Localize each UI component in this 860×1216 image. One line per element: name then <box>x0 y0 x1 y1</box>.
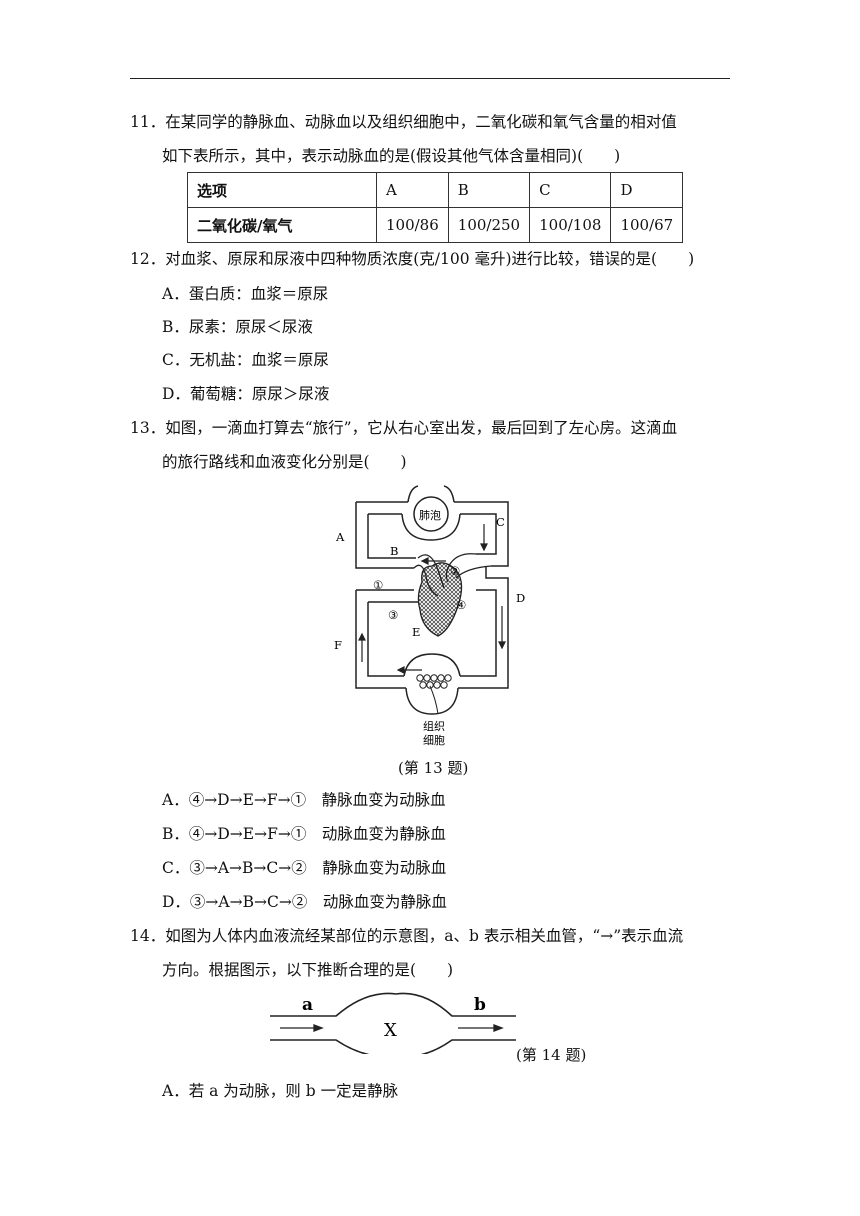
vessel-diagram: a b X <box>270 992 516 1054</box>
aorta <box>417 554 445 589</box>
q13-figure-caption: (第 13 题) <box>398 759 469 777</box>
label-b: b <box>474 995 486 1015</box>
q14-stem-line1: 14．如图为人体内血液流经某部位的示意图，a、b 表示相关血管，“→”表示血流 <box>130 927 684 945</box>
header-rule <box>130 78 730 79</box>
label-d: D <box>516 591 525 605</box>
tissue-pointer <box>429 685 439 715</box>
capillary-cap <box>403 653 461 677</box>
alveolus-cup <box>401 513 461 541</box>
systemic-top-left <box>356 589 418 603</box>
table-cell: 100/67 <box>610 207 684 243</box>
q13-stem-line1: 13．如图，一滴血打算去“旅行”，它从右心室出发，最后回到了左心房。这滴血 <box>130 419 678 437</box>
vena-cava <box>455 565 492 579</box>
pulmonary-outer-left <box>355 502 414 569</box>
systemic-inner-right <box>460 589 497 677</box>
q13-option-b: B．④→D→E→F→① 动脉血变为静脉血 <box>162 825 446 843</box>
label-f: F <box>334 638 342 652</box>
label-n1: ① <box>373 578 383 592</box>
q14-figure-caption: (第 14 题) <box>516 1046 587 1064</box>
pulmonary-inner-left <box>367 514 416 559</box>
table-row: 选项 A B C D <box>187 172 684 208</box>
label-n3: ③ <box>388 608 398 622</box>
vessel-top-wall <box>270 992 516 1017</box>
table-cell: 100/250 <box>447 207 531 243</box>
pulmonary-vein <box>445 553 477 583</box>
q11-table: 选项 A B C D 二氧化碳/氧气 100/86 100/250 100/10… <box>187 172 684 243</box>
label-c: C <box>496 515 505 529</box>
pulmonary-artery <box>413 564 439 597</box>
pulmonary-inner-top <box>368 513 497 555</box>
label-x: X <box>384 1020 397 1041</box>
label-n2: ② <box>450 564 460 578</box>
tissue-label-2: 细胞 <box>423 734 445 747</box>
alveolus-label: 肺泡 <box>419 508 441 522</box>
label-a: a <box>302 995 313 1015</box>
circulation-diagram: 肺泡 A B C D E F ① ② ③ ④ 组织 细胞 <box>334 485 525 747</box>
capillary-cup <box>405 687 459 715</box>
table-cell: 100/108 <box>529 207 612 243</box>
vessel-bottom-wall <box>270 1039 516 1054</box>
alveolus-neck <box>407 485 455 503</box>
q12-option-d: D．葡萄糖：原尿＞尿液 <box>162 385 330 403</box>
q13-option-c: C．③→A→B→C→② 静脉血变为动脉血 <box>162 859 447 877</box>
q14-stem-line2: 方向。根据图示，以下推断合理的是( ) <box>162 961 454 979</box>
heart-icon <box>417 562 463 637</box>
label-b: B <box>390 544 398 558</box>
q12-stem: 12．对血浆、原尿和尿液中四种物质浓度(克/100 毫升)进行比较，错误的是( … <box>130 250 695 268</box>
table-header-cell: C <box>529 172 612 208</box>
pulmonary-outer-top <box>356 501 509 567</box>
q11-stem-line2: 如下表所示，其中，表示动脉血的是(假设其他气体含量相同)( ) <box>162 147 621 165</box>
table-header-cell: 选项 <box>187 172 377 208</box>
table-cell: 二氧化碳/氧气 <box>187 207 377 243</box>
q13-stem-line2: 的旅行路线和血液变化分别是( ) <box>162 453 407 471</box>
table-header-cell: A <box>376 172 449 208</box>
table-header-cell: B <box>447 172 531 208</box>
q12-option-c: C．无机盐：血浆＝原尿 <box>162 351 329 369</box>
label-n4: ④ <box>456 598 466 612</box>
table-cell: 100/86 <box>376 207 449 243</box>
tissue-label-1: 组织 <box>423 719 445 733</box>
label-a: A <box>335 530 345 544</box>
table-header-cell: D <box>610 172 684 208</box>
q13-option-a: A．④→D→E→F→① 静脉血变为动脉血 <box>162 791 446 809</box>
q12-option-a: A．蛋白质：血浆＝原尿 <box>162 285 329 303</box>
q13-option-d: D．③→A→B→C→② 动脉血变为静脉血 <box>162 893 447 911</box>
systemic-outer-left <box>355 590 406 689</box>
q14-option-a: A．若 a 为动脉，则 b 一定是静脉 <box>162 1082 399 1100</box>
tissue-cells <box>416 674 452 689</box>
q11-stem-line1: 11．在某同学的静脉血、动脉血以及组织细胞中，二氧化碳和氧气含量的相对值 <box>130 113 677 131</box>
alveolus-bubble <box>413 496 449 532</box>
systemic-inner-left <box>367 602 404 677</box>
table-row: 二氧化碳/氧气 100/86 100/250 100/108 100/67 <box>187 207 684 243</box>
systemic-outer-right <box>458 566 509 689</box>
q12-option-b: B．尿素：原尿＜尿液 <box>162 318 313 336</box>
label-e: E <box>412 625 420 639</box>
